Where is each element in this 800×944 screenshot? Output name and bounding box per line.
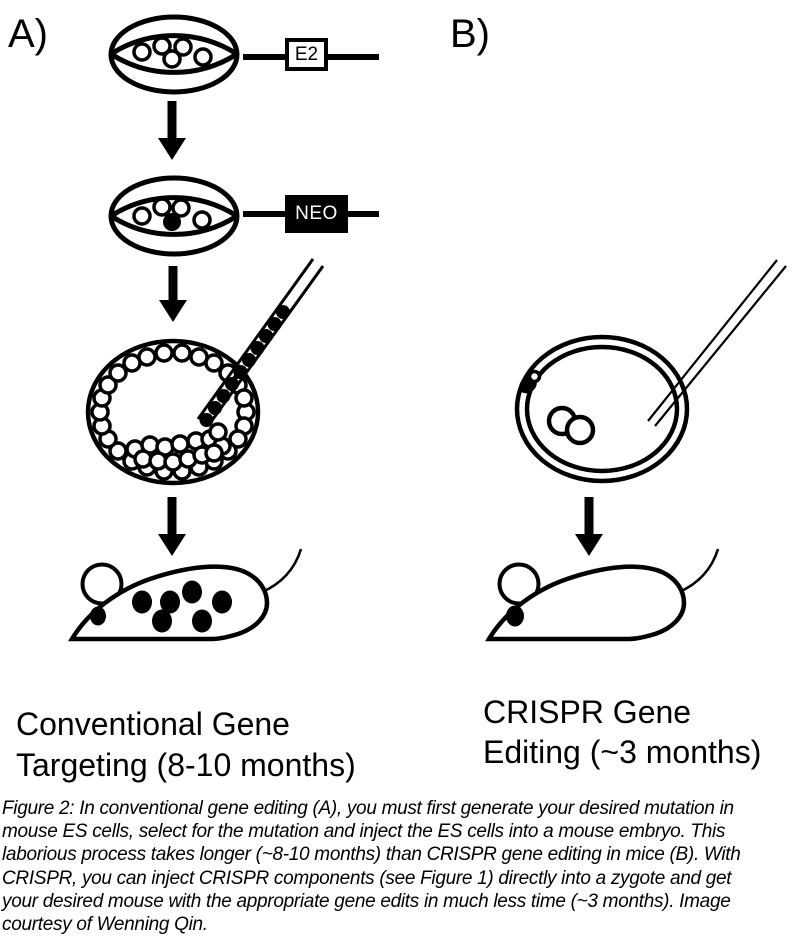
- es-cells-in-needle: [199, 305, 290, 427]
- inner-cell-mass: [125, 422, 232, 472]
- title-line: Conventional Gene: [16, 706, 290, 742]
- down-arrow-icon: [575, 497, 603, 556]
- caption-line: CRISPR, you can inject CRISPR components…: [2, 867, 732, 889]
- down-arrow-icon: [159, 266, 187, 322]
- neo-selection-box: NEO: [285, 195, 348, 233]
- title-line: Editing (~3 months): [483, 734, 762, 770]
- crispr-edited-mouse: [485, 548, 720, 642]
- petri-dish-es-cells: [108, 14, 240, 95]
- targeted-es-cell-dot: [163, 213, 181, 231]
- blastocyst: [85, 338, 261, 486]
- injection-needle-icon: [196, 258, 325, 427]
- panel-b-label: B): [450, 12, 490, 56]
- caption-line: courtesy of Wenning Qin.: [2, 914, 208, 936]
- mouse-eye-spot: [506, 605, 524, 627]
- caption-line: Figure 2: In conventional gene editing (…: [2, 798, 734, 819]
- title-line: Targeting (8-10 months): [16, 747, 356, 783]
- panel-a-label: A): [8, 12, 48, 56]
- down-arrow-icon: [158, 497, 186, 556]
- mouse-body: [485, 564, 687, 642]
- petri-dish-selected-clone: [108, 175, 240, 257]
- caption-line: your desired mouse with the appropriate …: [2, 890, 731, 912]
- e2-vector-box: E2: [285, 38, 328, 71]
- caption-line: mouse ES cells, select for the mutation …: [2, 821, 726, 843]
- pronuclei: [546, 405, 596, 446]
- chimeric-mouse: [68, 548, 303, 642]
- mouse-eye-spot: [90, 606, 106, 626]
- title-line: CRISPR Gene: [483, 694, 692, 730]
- crispr-editing-title: CRISPR Gene Editing (~3 months): [483, 692, 761, 772]
- caption-line: laborious process takes longer (~8-10 mo…: [2, 844, 741, 866]
- figure-caption: Figure 2: In conventional gene editing (…: [2, 797, 800, 936]
- down-arrow-icon: [158, 101, 186, 160]
- conventional-targeting-title: Conventional Gene Targeting (8-10 months…: [16, 704, 356, 786]
- zygote: [514, 334, 690, 484]
- injection-needle-icon: [647, 259, 787, 427]
